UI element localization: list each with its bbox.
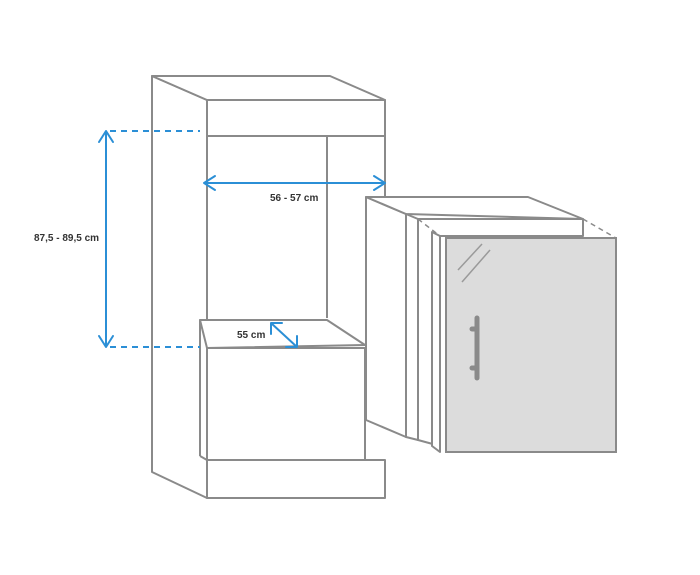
cabinet-side-panel [151, 75, 208, 499]
depth-label: 55 cm [237, 330, 265, 341]
appliance-hidden-edge-2 [417, 218, 441, 237]
depth-arrow-end [285, 335, 298, 348]
height-dimension: 87,5 - 89,5 cm [34, 130, 200, 348]
plinth-edge [199, 455, 208, 461]
depth-dimension: 55 cm [237, 322, 298, 348]
width-dimension: 56 - 57 cm [203, 175, 386, 204]
depth-dimension-line [270, 322, 298, 348]
width-arrow-right [373, 175, 386, 191]
height-arrow-top [98, 130, 114, 143]
appliance-body-side [365, 196, 407, 438]
glare-mark-2 [461, 249, 491, 283]
depth-arrow-start [270, 322, 283, 335]
height-label: 87,5 - 89,5 cm [34, 233, 99, 244]
cabinet [151, 75, 386, 499]
appliance-door-front [445, 237, 617, 453]
height-arrow-bottom [98, 335, 114, 348]
glare-mark [457, 243, 483, 271]
appliance-body-front [405, 213, 419, 441]
appliance-hidden-edge [582, 218, 617, 239]
width-label: 56 - 57 cm [270, 193, 318, 204]
appliance [365, 196, 617, 453]
cabinet-lower-front [206, 347, 366, 461]
cabinet-plinth [206, 459, 386, 499]
cabinet-top-rail [206, 99, 386, 137]
appliance-door-side [431, 231, 441, 453]
width-arrow-left [203, 175, 216, 191]
